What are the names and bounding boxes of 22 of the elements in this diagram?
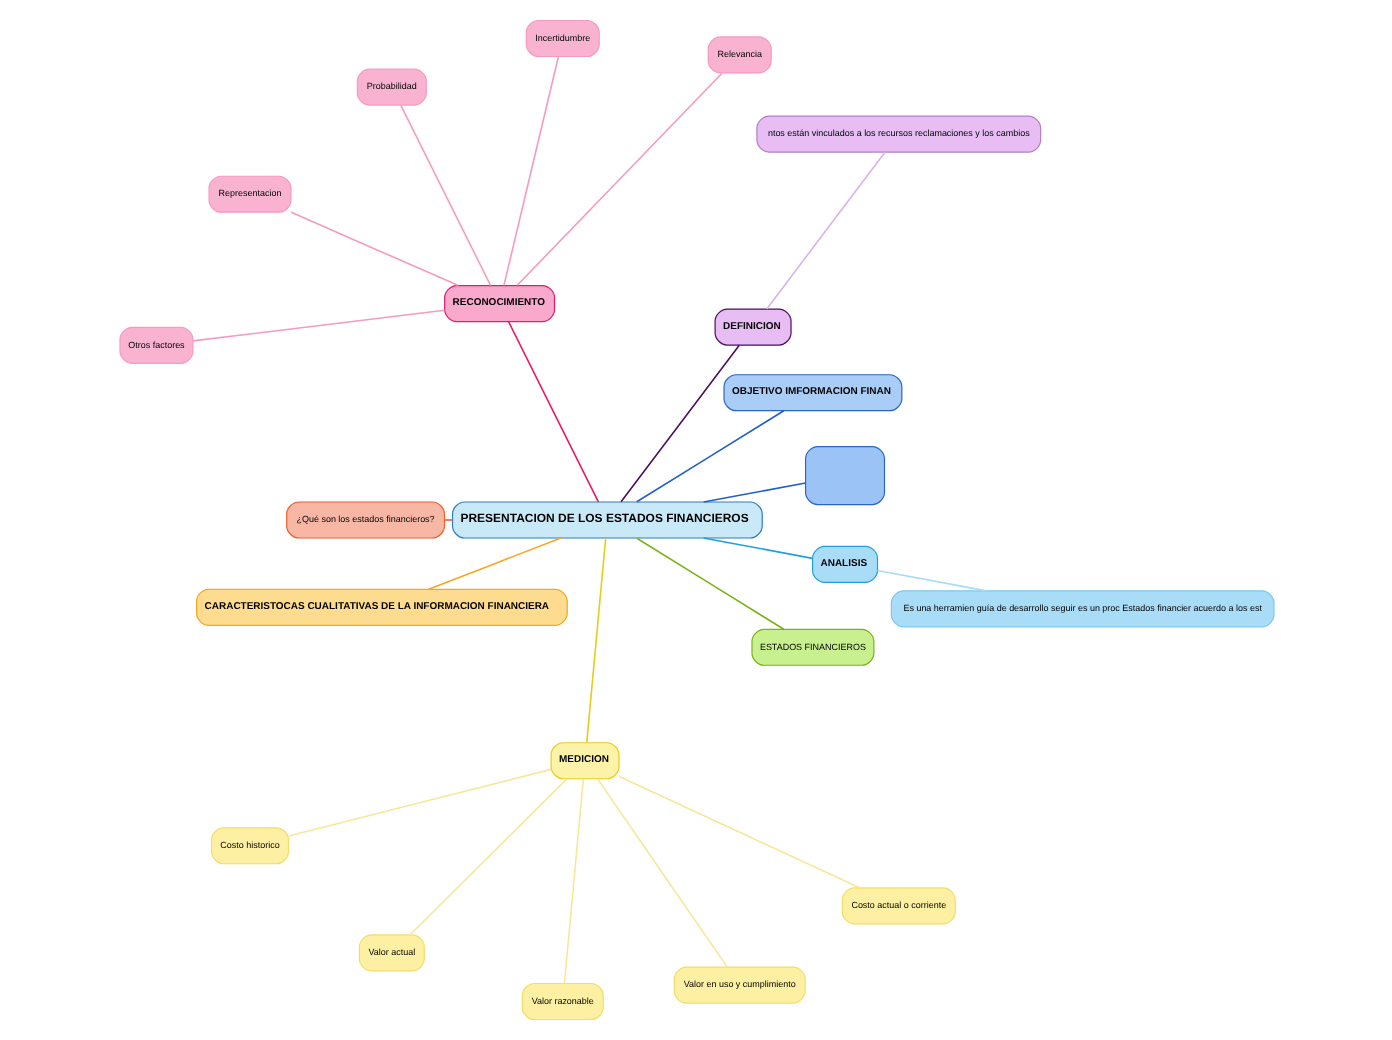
- connector: [426, 537, 561, 591]
- connector: [506, 320, 599, 503]
- connector: [289, 211, 459, 287]
- connector: [635, 537, 784, 631]
- connector: [584, 537, 606, 744]
- connector: [875, 569, 987, 592]
- connector: [701, 537, 813, 560]
- connector: [765, 151, 885, 310]
- connector: [399, 104, 491, 287]
- connector: [442, 519, 452, 521]
- connector: [619, 344, 740, 503]
- connector: [408, 778, 567, 936]
- connector: [595, 778, 728, 968]
- connector: [635, 409, 784, 503]
- connector: [191, 309, 445, 342]
- node-box: [803, 446, 885, 506]
- connector: [562, 778, 584, 984]
- connector: [515, 72, 722, 287]
- connector: [617, 775, 860, 889]
- connector: [701, 482, 806, 503]
- connector: [502, 55, 559, 287]
- connector: [286, 768, 551, 837]
